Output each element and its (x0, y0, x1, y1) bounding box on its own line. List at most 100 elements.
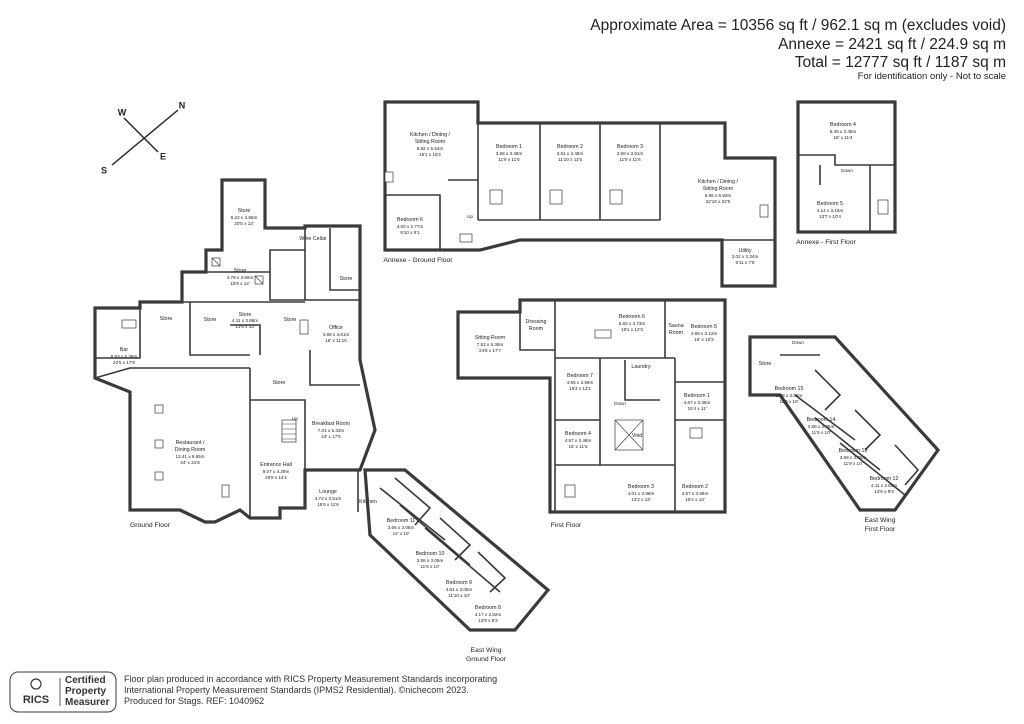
svg-text:15' x 11'5: 15' x 11'5 (568, 444, 587, 449)
svg-text:29'9 x 14'1: 29'9 x 14'1 (265, 475, 287, 480)
svg-text:3.58 x 3.51m: 3.58 x 3.51m (617, 151, 644, 156)
room-annexe-kitchen-2: Kitchen / Dining / Sitting Room 6.96 x 6… (698, 179, 739, 204)
room-first-bedroom-6: Bedroom 6 5.82 x 3.73m 19'1 x 12'3 (619, 314, 646, 332)
room-laundry: Laundry (631, 364, 650, 370)
annexe-first-plan: Bedroom 4 5.49 x 3.45m 18' x 11'4 Bedroo… (796, 100, 897, 246)
svg-text:5.49 x 3.45m: 5.49 x 3.45m (830, 129, 857, 134)
svg-text:4.11 x 2.82m: 4.11 x 2.82m (871, 483, 897, 488)
room-annexe-utility: Utility 3.02 x 2.34m 9'11 x 7'8 (732, 248, 759, 265)
room-dressing: Dressing Room (526, 319, 547, 332)
stair-up-label: Up (292, 416, 298, 421)
svg-text:3.66 x 3.05m: 3.66 x 3.05m (388, 525, 415, 530)
svg-text:13'2 x 13': 13'2 x 13' (631, 497, 651, 502)
svg-text:Sitting Room: Sitting Room (415, 139, 446, 145)
first-stair-down: Down (614, 401, 626, 406)
room-bar: Bar 6.83 x 5.38m 22'5 x 17'8 (111, 347, 138, 365)
svg-text:6.96 x 6.93m: 6.96 x 6.93m (705, 193, 732, 198)
svg-text:13'8 x 9'3: 13'8 x 9'3 (478, 618, 498, 623)
compass-e: E (160, 151, 166, 161)
room-entrance-hall: Entrance Hall 9.07 x 4.29m 29'9 x 14'1 (260, 462, 292, 480)
svg-text:Utility: Utility (739, 248, 752, 254)
svg-text:3.58 x 3.48m: 3.58 x 3.48m (496, 151, 523, 156)
svg-text:Bedroom 5: Bedroom 5 (691, 324, 717, 330)
room-first-bedroom-7: Bedroom 7 4.65 x 3.99m 15'3 x 13'1 (567, 373, 594, 391)
room-store-bar: Store (160, 316, 173, 322)
svg-text:15'8 x 12': 15'8 x 12' (230, 281, 250, 286)
approximate-area-line: Approximate Area = 10356 sq ft / 962.1 s… (590, 17, 1006, 34)
room-void: Void (632, 433, 642, 439)
room-first-bedroom-4: Bedroom 4 4.57 x 3.48m 15' x 11'5 (565, 431, 592, 449)
svg-text:Store: Store (234, 268, 247, 274)
svg-text:4.65 x 3.99m: 4.65 x 3.99m (567, 380, 594, 385)
svg-text:Bedroom 1: Bedroom 1 (684, 393, 710, 399)
east-wing-first-plan: Store Down Bedroom 15 3.58 x 3.05m 11'9 … (748, 335, 941, 533)
room-breakfast: Breakfast Room 7.01 x 5.33m 23' x 17'6 (312, 421, 351, 439)
svg-text:13.41 x 9.65m: 13.41 x 9.65m (175, 454, 204, 459)
room-bedroom-8: Bedroom 8 4.17 x 2.82m 13'8 x 9'3 (475, 605, 502, 623)
svg-text:Bedroom 14: Bedroom 14 (807, 417, 836, 423)
svg-text:3.58 x 3.05m: 3.58 x 3.05m (808, 424, 835, 429)
room-annexe-bedroom-4: Bedroom 4 5.49 x 3.45m 18' x 11'4 (830, 122, 857, 140)
svg-text:Bedroom 3: Bedroom 3 (628, 484, 654, 490)
compass-n: N (179, 100, 186, 110)
svg-text:20'5 x 12': 20'5 x 12' (234, 221, 254, 226)
svg-text:Sitting Room: Sitting Room (475, 335, 506, 341)
room-bedroom-12: Bedroom 12 4.11 x 2.82m 13'6 x 9'3 (870, 476, 899, 494)
svg-text:11'9 x 11'6: 11'9 x 11'6 (619, 157, 641, 162)
room-store-mid: Store 4.78 x 3.66m 15'8 x 12' (227, 268, 254, 286)
svg-text:Bedroom 12: Bedroom 12 (870, 476, 899, 482)
room-bedroom-9: Bedroom 9 3.61 x 3.05m 11'10 x 10' (446, 580, 473, 598)
svg-text:3.00 x 2.77m: 3.00 x 2.77m (397, 224, 424, 229)
label-annexe-first: Annexe - First Floor (796, 239, 856, 246)
svg-text:Kitchen / Dining /: Kitchen / Dining / (698, 179, 739, 185)
room-store-a: Store (204, 317, 217, 323)
svg-text:11'9 x 10': 11'9 x 10' (779, 399, 798, 404)
ground-floor-plan: Store 6.22 x 3.66m 20'5 x 12' Store 4.78… (93, 178, 377, 529)
svg-text:Bedroom 7: Bedroom 7 (567, 373, 593, 379)
svg-text:Sitting Room: Sitting Room (703, 186, 734, 192)
svg-text:13'6 x 9'3: 13'6 x 9'3 (874, 489, 894, 494)
svg-text:Bedroom 5: Bedroom 5 (817, 201, 843, 207)
room-store-right: Store (340, 276, 353, 282)
room-store-top: Store 6.22 x 3.66m 20'5 x 12' (231, 208, 258, 226)
svg-text:Bedroom 2: Bedroom 2 (557, 144, 583, 150)
svg-text:22'5 x 17'8: 22'5 x 17'8 (113, 360, 135, 365)
svg-text:Bedroom 6: Bedroom 6 (619, 314, 645, 320)
room-annexe-bedroom-6: Bedroom 6 3.00 x 2.77m 9'10 x 9'1 (397, 217, 424, 235)
svg-text:7.53 x 5.36m: 7.53 x 5.36m (477, 342, 504, 347)
svg-text:4.17 x 2.82m: 4.17 x 2.82m (475, 612, 502, 617)
room-bedroom-14: Bedroom 14 3.58 x 3.05m 11'9 x 10' (807, 417, 836, 435)
svg-text:Bedroom 8: Bedroom 8 (475, 605, 501, 611)
svg-text:22'10 x 22'9: 22'10 x 22'9 (706, 199, 731, 204)
svg-text:5.82 x 5.54m: 5.82 x 5.54m (417, 146, 444, 151)
room-bedroom-15: Bedroom 15 3.58 x 3.05m 11'9 x 10' (775, 386, 804, 404)
room-annexe-kitchen: Kitchen / Dining / Sitting Room 5.82 x 5… (410, 132, 451, 157)
svg-text:Property: Property (65, 686, 107, 697)
compass-w: W (118, 107, 127, 117)
room-office: Office 4.88 x 3.61m 16' x 11'10 (323, 325, 350, 343)
svg-text:13'6 x 13': 13'6 x 13' (235, 324, 255, 329)
svg-text:3.02 x 2.34m: 3.02 x 2.34m (732, 254, 759, 259)
svg-text:Store: Store (239, 312, 252, 318)
svg-text:Bedroom 3: Bedroom 3 (617, 144, 643, 150)
room-lounge: Lounge 4.72 x 3.51m 15'6 x 11'6 (315, 489, 342, 507)
svg-text:Bedroom 13: Bedroom 13 (839, 448, 868, 454)
svg-text:Restaurant /: Restaurant / (176, 440, 205, 446)
svg-text:Sauna: Sauna (668, 323, 683, 329)
svg-text:12' x 10': 12' x 10' (393, 531, 410, 536)
footer-line-1: Floor plan produced in accordance with R… (124, 674, 498, 684)
svg-text:Bedroom 11: Bedroom 11 (387, 518, 416, 524)
room-bedroom-11: Bedroom 11 3.66 x 3.05m 12' x 10' (387, 518, 416, 536)
room-store-b: Store 4.11 x 3.96m 13'6 x 13' (232, 312, 258, 329)
label-east-wing-first-1: East Wing (865, 517, 896, 524)
east-wing-ground-plan: Bedroom 11 3.66 x 3.05m 12' x 10' Bedroo… (363, 468, 551, 663)
svg-text:Bedroom 1: Bedroom 1 (496, 144, 522, 150)
svg-text:Bedroom 9: Bedroom 9 (446, 580, 472, 586)
svg-text:Bedroom 6: Bedroom 6 (397, 217, 423, 223)
svg-text:4.78 x 3.66m: 4.78 x 3.66m (227, 275, 254, 280)
svg-text:4.67 x 3.35m: 4.67 x 3.35m (684, 400, 711, 405)
svg-text:19'1 x 18'2: 19'1 x 18'2 (419, 152, 441, 157)
svg-text:3.58 x 3.05m: 3.58 x 3.05m (776, 393, 803, 398)
svg-text:Store: Store (238, 208, 251, 214)
